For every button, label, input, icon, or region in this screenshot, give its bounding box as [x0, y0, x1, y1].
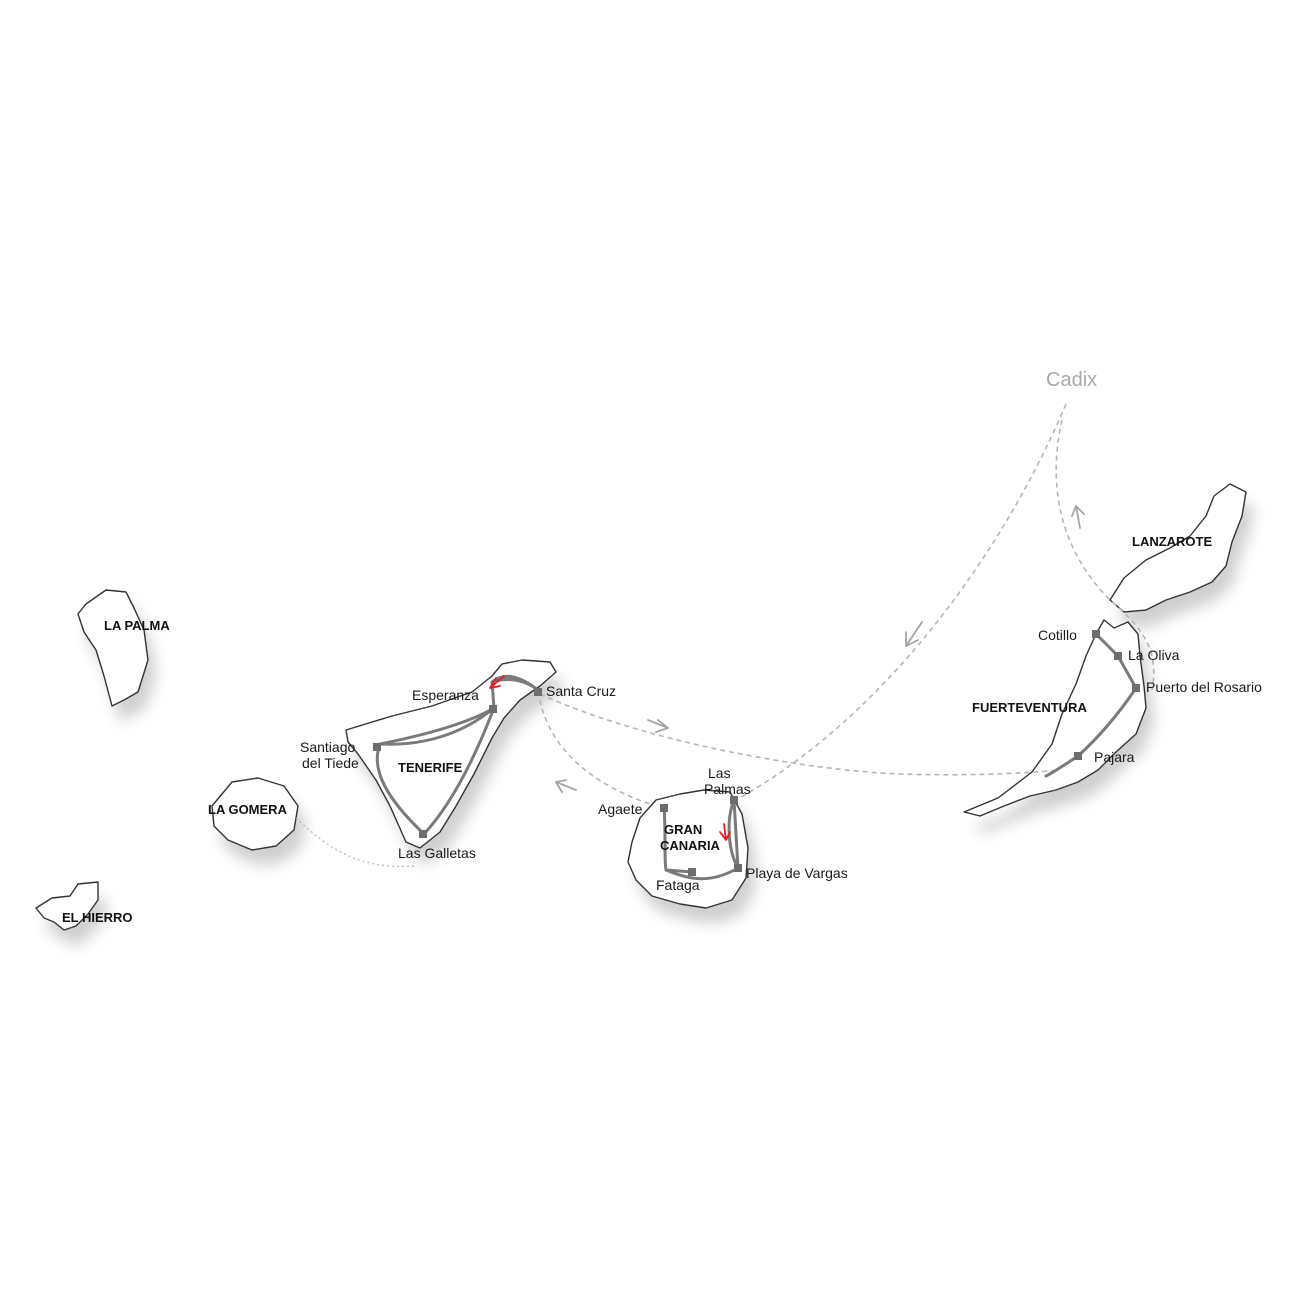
- island-la-gomera: [211, 777, 299, 851]
- island-label-el-hierro: EL HIERRO: [62, 910, 133, 925]
- stop-marker-icon: [1132, 684, 1140, 692]
- place-label-las-palmas: Las: [708, 765, 731, 781]
- island-label-la-palma: LA PALMA: [104, 618, 170, 633]
- island-tenerife: [345, 659, 557, 849]
- island-fuerteventura: [963, 619, 1147, 817]
- place-label-fataga: Fataga: [656, 877, 700, 893]
- direction-arrows: [489, 505, 1085, 841]
- ferry-arrow-icon: [1071, 505, 1085, 529]
- direction-arrow-icon: [489, 675, 505, 689]
- island-label-tenerife: TENERIFE: [398, 760, 463, 775]
- place-label-esperanza: Esperanza: [412, 687, 479, 703]
- island-la-palma: [77, 589, 149, 707]
- place-label-las-palmas: Palmas: [704, 781, 751, 797]
- stop-marker-icon: [730, 796, 738, 804]
- place-label-playa-de-vargas: Playa de Vargas: [746, 865, 848, 881]
- stop-marker-icon: [419, 830, 427, 838]
- stop-marker-icon: [688, 868, 696, 876]
- stop-marker-icon: [1074, 752, 1082, 760]
- stop-marker-icon: [1092, 630, 1100, 638]
- ferry-gomera-galletas: [295, 817, 417, 868]
- island-label-gran-canaria: CANARIA: [660, 838, 721, 853]
- stop-marker-icon: [1114, 652, 1122, 660]
- place-label-pajara: Pajara: [1094, 749, 1135, 765]
- island-label-la-gomera: LA GOMERA: [208, 802, 288, 817]
- place-label-las-galletas: Las Galletas: [398, 845, 476, 861]
- place-label-cotillo: Cotillo: [1038, 627, 1077, 643]
- island-lanzarote: [1109, 483, 1247, 613]
- place-label-santa-cruz: Santa Cruz: [546, 683, 616, 699]
- place-label-la-oliva: La Oliva: [1128, 647, 1180, 663]
- place-label-puerto-del-rosario: Puerto del Rosario: [1146, 679, 1262, 695]
- ferry-santa-cruz-agaete: [539, 699, 651, 805]
- island-label-gran-canaria: GRAN: [664, 822, 702, 837]
- stop-marker-icon: [489, 705, 497, 713]
- ferry-cadix-lanzarote: [1055, 419, 1155, 691]
- island-label-lanzarote: LANZAROTE: [1132, 534, 1212, 549]
- route-fuerteventura: [1044, 632, 1138, 778]
- islands: [35, 483, 1247, 931]
- labels: Cadix LA PALMA LA GOMERA EL HIERRO TENER…: [62, 369, 1262, 925]
- stop-markers: [373, 630, 1140, 876]
- place-label-santiago: Santiago: [300, 739, 355, 755]
- stop-marker-icon: [534, 688, 542, 696]
- place-label-agaete: Agaete: [598, 801, 643, 817]
- ferry-santa-cruz-pajara: [539, 693, 1061, 776]
- stop-marker-icon: [373, 743, 381, 751]
- place-label-santiago: del Tiede: [302, 755, 359, 771]
- ferry-arrow-icon: [555, 779, 577, 793]
- island-el-hierro: [35, 881, 99, 931]
- ferry-cadix-las-palmas: [735, 403, 1067, 801]
- ferry-arrow-icon: [647, 719, 669, 733]
- ferry-routes: [295, 403, 1155, 868]
- stop-marker-icon: [660, 804, 668, 812]
- origin-label: Cadix: [1046, 369, 1097, 391]
- island-label-fuerteventura: FUERTEVENTURA: [972, 700, 1087, 715]
- island-gran-canaria: [627, 789, 749, 909]
- stop-marker-icon: [734, 864, 742, 872]
- direction-arrow-icon: [719, 823, 731, 841]
- ferry-arrow-icon: [905, 621, 923, 647]
